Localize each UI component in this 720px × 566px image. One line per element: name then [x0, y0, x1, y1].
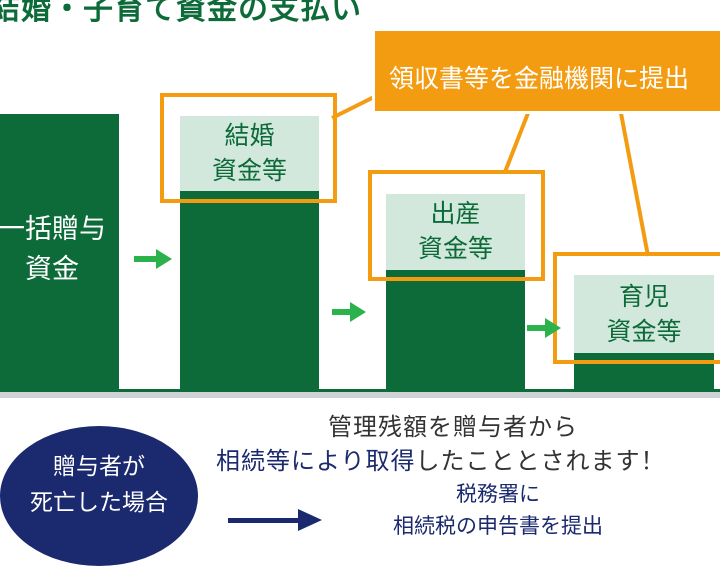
bar-lump-sum-label: 一括贈与 資金	[0, 214, 106, 285]
baseline	[0, 389, 720, 392]
divider-shadow	[0, 392, 720, 398]
cap-birth: 出産 資金等	[386, 194, 525, 270]
highlight-box-marriage	[160, 93, 337, 203]
message-line-2-highlight: 相続等により取得	[216, 447, 416, 475]
message-line-2: 相続等により取得したこととされます！	[216, 441, 666, 476]
death-case-circle-text: 贈与者が 死亡した場合	[30, 454, 168, 516]
bar-marriage	[180, 191, 319, 390]
arrow-right-icon	[134, 249, 172, 269]
message-tax-office: 税務署に 相続税の申告書を提出	[393, 482, 603, 538]
highlight-box-birth	[368, 170, 545, 281]
flow-arrows	[134, 249, 561, 531]
bar-lump-sum	[0, 114, 119, 390]
bar-childcare	[574, 353, 714, 390]
bar-birth	[386, 270, 525, 390]
arrow-right-icon	[228, 509, 322, 531]
arrow-right-icon	[332, 302, 366, 322]
connector-line-birth	[503, 107, 532, 173]
connector-line-childcare	[618, 107, 650, 257]
message-line-1: 管理残額を贈与者から	[328, 413, 578, 441]
callout-box: 領収書等を金融機関に提出	[372, 28, 720, 114]
cap-marriage: 結婚 資金等	[180, 116, 319, 191]
message-line-2-rest: したこととされます！	[415, 447, 666, 475]
diagram-title: 結婚・子育て資金の支払い	[0, 0, 362, 27]
arrow-right-icon	[527, 318, 561, 338]
cap-childcare: 育児 資金等	[574, 275, 714, 353]
highlight-box-childcare	[553, 252, 720, 364]
connector-line-marriage	[331, 93, 379, 120]
death-case-circle	[0, 426, 198, 566]
callout-text: 領収書等を金融機関に提出	[389, 64, 690, 93]
connector-lines	[331, 93, 650, 257]
